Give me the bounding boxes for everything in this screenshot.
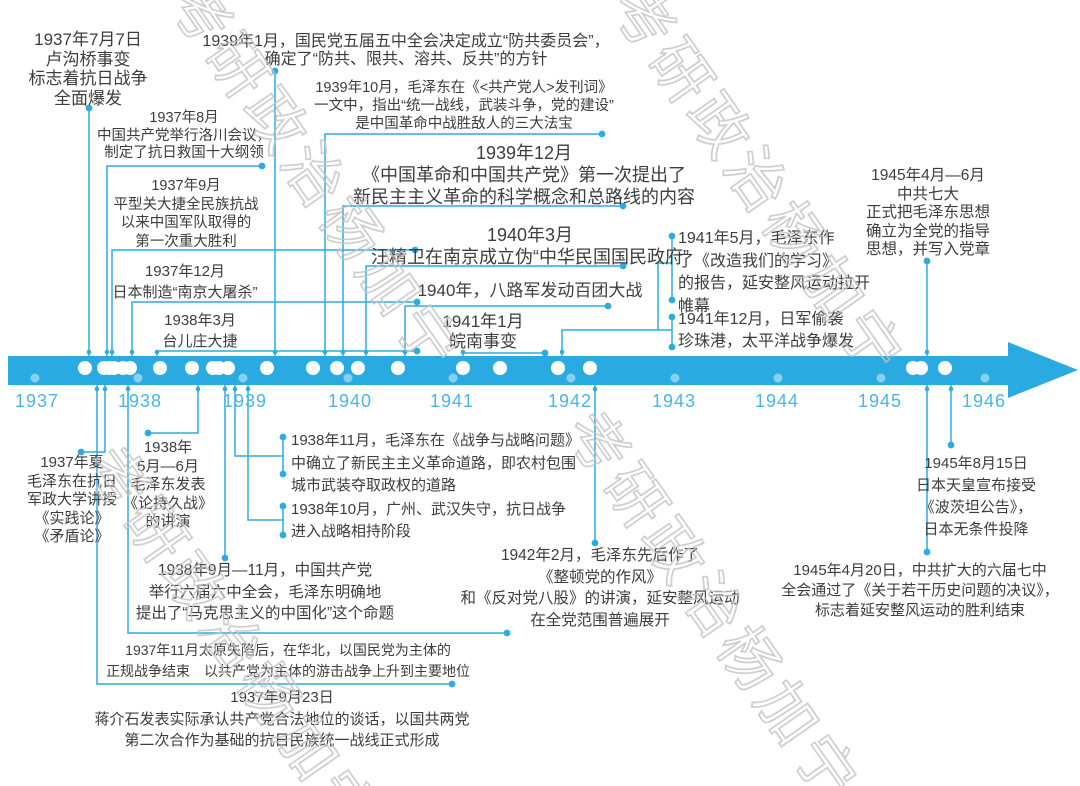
event-nanjing-massacre: 1937年12月 日本制造“南京大屠杀”	[112, 263, 258, 301]
year-label-1940: 1940	[327, 391, 373, 411]
event-pearl-harbor: 1941年12月，日军偷袭 珍珠港，太平洋战争爆发	[678, 311, 855, 350]
event-new-democracy-concept: 1939年12月 《中国革命和中国共产党》第一次提出了 新民主主义革命的科学概念…	[353, 143, 695, 207]
connector-lines	[81, 71, 952, 685]
event-sixth-plenary-session: 1938年9月—11月，中国共产党 举行六届六中全会，毛泽东明确地 提出了“马克…	[135, 562, 395, 622]
event-yanan-rectification: 1942年2月，毛泽东先后作了 《整顿党的作风》 和《反对党八股》的讲演，延安整…	[460, 547, 740, 629]
event-pingxingguan-victory: 1937年9月 平型关大捷全民族抗战 以来中国军队取得的 第一次重大胜利	[113, 178, 259, 250]
event-historical-resolution: 1945年4月20日，中共扩大的六届七中 全会通过了《关于若干历史问题的决议》，…	[781, 562, 1059, 619]
year-label-1945: 1945	[857, 391, 903, 411]
event-war-strategy-road: 1938年11月，毛泽东在《战争与战略问题》 中确立了新民主主义革命道路，即农村…	[291, 432, 580, 494]
year-label-1944: 1944	[754, 391, 800, 411]
year-label-1942: 1942	[547, 391, 593, 411]
bar-junction-dots	[86, 349, 954, 392]
event-marco-polo-bridge: 1937年7月7日 卢沟桥事变 标志着抗日战争 全面爆发	[28, 30, 148, 108]
year-label-1939: 1939	[222, 391, 268, 411]
year-marker-dots	[30, 373, 990, 383]
event-wang-jingwei-regime: 1940年3月 汪精卫在南京成立伪“中华民国国民政府”	[371, 225, 689, 267]
year-label-1937: 1937	[14, 391, 60, 411]
connector-end-dots	[77, 67, 955, 688]
event-luochuan-meeting: 1937年8月 中国共产党举行洛川会议， 制定了抗日救国十大纲领	[97, 110, 271, 161]
event-taiyuan-fall: 1937年11月太原失陷后，在华北，以国民党为主体的 正规战争结束 以共产党为主…	[106, 642, 470, 679]
event-wannan-incident: 1941年1月 皖南事变	[442, 312, 524, 351]
event-taierzhuang-victory: 1938年3月 台儿庄大捷	[162, 312, 238, 350]
event-on-protracted-war: 1938年 5月—6月 毛泽东发表 《论持久战》 的讲演	[122, 439, 213, 530]
event-dots	[78, 361, 952, 375]
event-hundred-regiments: 1940年，八路军发动百团大战	[417, 281, 643, 300]
year-label-1941: 1941	[429, 391, 475, 411]
year-label-1946: 1946	[961, 391, 1007, 411]
event-anti-communist-committee: 1939年1月，国民党五届五中全会决定成立“防共委员会”， 确定了“防共、限共、…	[202, 33, 610, 68]
year-label-1938: 1938	[117, 391, 163, 411]
event-seventh-congress: 1945年4月—6月 中共七大 正式把毛泽东思想 确立为全党的指导 思想，并写入…	[865, 167, 990, 258]
event-communist-journal-foreword: 1939年10月，毛泽东在《<共产党人>发刊词》 一文中，指出“统一战线，武装斗…	[314, 80, 614, 132]
event-chiang-statement: 1937年9月23日 蒋介石发表实际承认共产党合法地位的谈话，以国共两党 第二次…	[94, 689, 470, 749]
event-practice-contradiction-lectures: 1937年夏 毛泽东在抗日 军政大学讲授 《实践论》 《矛盾论》	[26, 454, 117, 545]
timeline-bar	[8, 356, 1010, 385]
timeline-arrow-icon	[1008, 342, 1078, 398]
event-potsdam-surrender: 1945年8月15日 日本天皇宣布接受 《波茨坦公告》， 日本无条件投降	[915, 455, 1036, 538]
event-guangzhou-wuhan-fall: 1938年10月，广州、武汉失守，抗日战争 进入战略相持阶段	[291, 501, 567, 540]
year-label-1943: 1943	[651, 391, 697, 411]
event-reform-our-study: 1941年5月，毛泽东作 了《改造我们的学习》 的报告，延安整风运动拉开 帷幕	[678, 230, 871, 315]
